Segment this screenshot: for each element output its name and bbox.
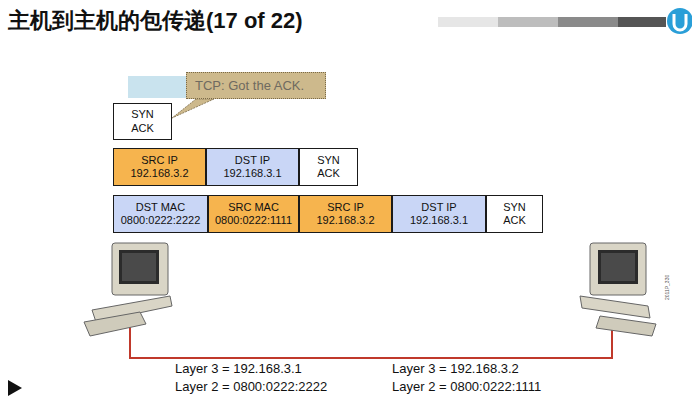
box-text: 192.168.3.2 [130,167,188,180]
box-text: SYN ACK [314,154,344,180]
box-text: 192.168.3.1 [410,214,468,227]
box-text: TCP: Got the ACK. [195,78,304,94]
slide-title: 主机到主机的包传递(17 of 22) [8,6,303,36]
box-text: 192.168.3.1 [223,167,281,180]
box-text: 0800:0222:1111 [215,214,292,227]
box-text: DST MAC [136,201,185,214]
logo [667,8,692,34]
callout-tail [172,99,214,118]
figure-code: 2011P_330 [664,275,670,300]
computer-left [84,243,172,336]
box-text: 192.168.3.2 [316,214,374,227]
address-label: Layer 2 = 0800:0222:2222 [175,379,327,394]
box-text: DST IP [235,154,270,167]
box-text: DST IP [421,201,456,214]
ip-field: SRC IP192.168.3.2 [299,195,392,233]
network-wire [130,318,612,358]
header-bar [438,17,498,27]
highlight-band [128,76,188,98]
address-label: Layer 3 = 192.168.3.1 [175,361,302,376]
logo-mark [674,14,686,30]
segment-box: SYN ACK [486,195,543,233]
header-bar [498,17,558,27]
box-text: SRC IP [327,201,364,214]
callout-bubble: TCP: Got the ACK. [186,72,326,99]
box-text: SYN ACK [500,201,530,227]
box-text: SYN ACK [128,108,158,134]
address-label: Layer 2 = 0800:0222:1111 [392,379,541,394]
segment-box: SYN ACK [299,148,358,186]
ip-field: SRC IP192.168.3.2 [113,148,206,186]
box-text: SRC MAC [228,201,279,214]
computer-right [580,243,656,336]
ip-field: DST IP192.168.3.1 [392,195,486,233]
play-button [8,380,22,396]
box-text: SRC IP [141,154,178,167]
mac-field: SRC MAC0800:0222:1111 [208,195,299,233]
mac-field: DST MAC0800:0222:2222 [113,195,208,233]
box-text: 0800:0222:2222 [121,214,201,227]
segment-box: SYN ACK [113,103,172,140]
address-label: Layer 3 = 192.168.3.2 [392,361,519,376]
header-bar [558,17,618,27]
header-bar [618,17,666,27]
ip-field: DST IP192.168.3.1 [206,148,299,186]
